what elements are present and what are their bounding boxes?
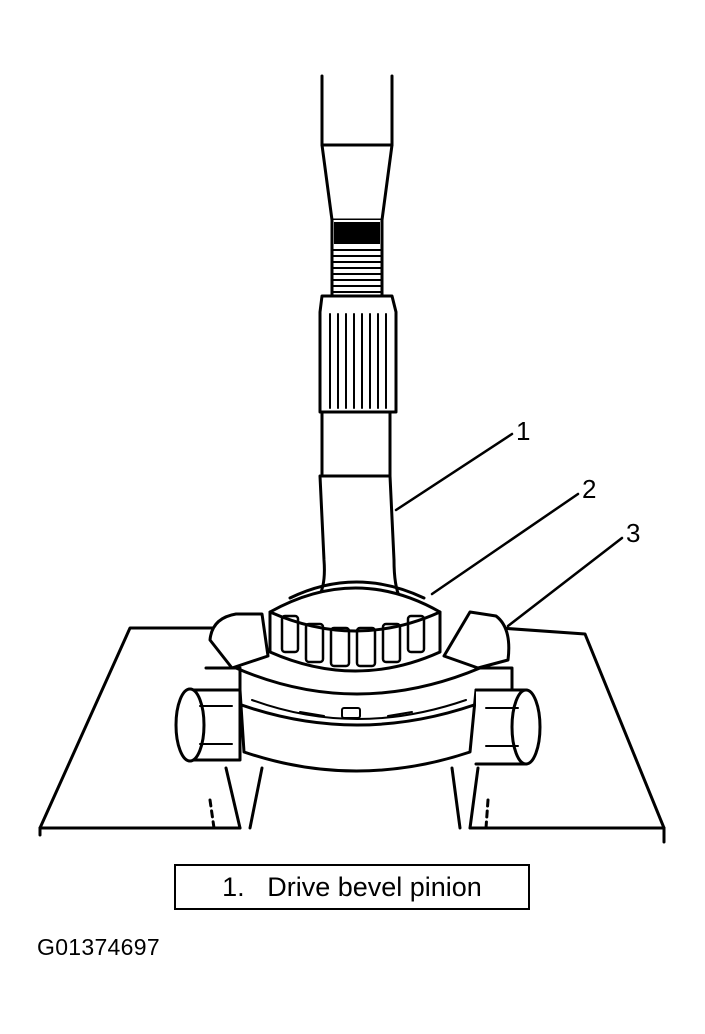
press-ram <box>320 74 394 298</box>
callout-2: 2 <box>582 474 596 504</box>
figure-id: G01374697 <box>37 934 160 960</box>
leader-line-3 <box>506 536 624 628</box>
pinion-bearing-press-illustration: 1 2 3 <box>38 74 666 844</box>
bearing-splitter <box>174 610 542 773</box>
pinion-bearing <box>268 580 442 673</box>
legend-number: 1. <box>222 871 245 902</box>
legend-box: 1. Drive bevel pinion <box>174 864 530 910</box>
callout-leaders <box>394 432 624 628</box>
callout-1: 1 <box>516 416 530 446</box>
drive-bevel-pinion-shaft <box>316 294 402 607</box>
legend-text: Drive bevel pinion <box>267 871 482 902</box>
press-plate <box>38 626 666 844</box>
callout-3: 3 <box>626 518 640 548</box>
leader-line-1 <box>394 432 514 512</box>
leader-line-2 <box>430 492 580 596</box>
